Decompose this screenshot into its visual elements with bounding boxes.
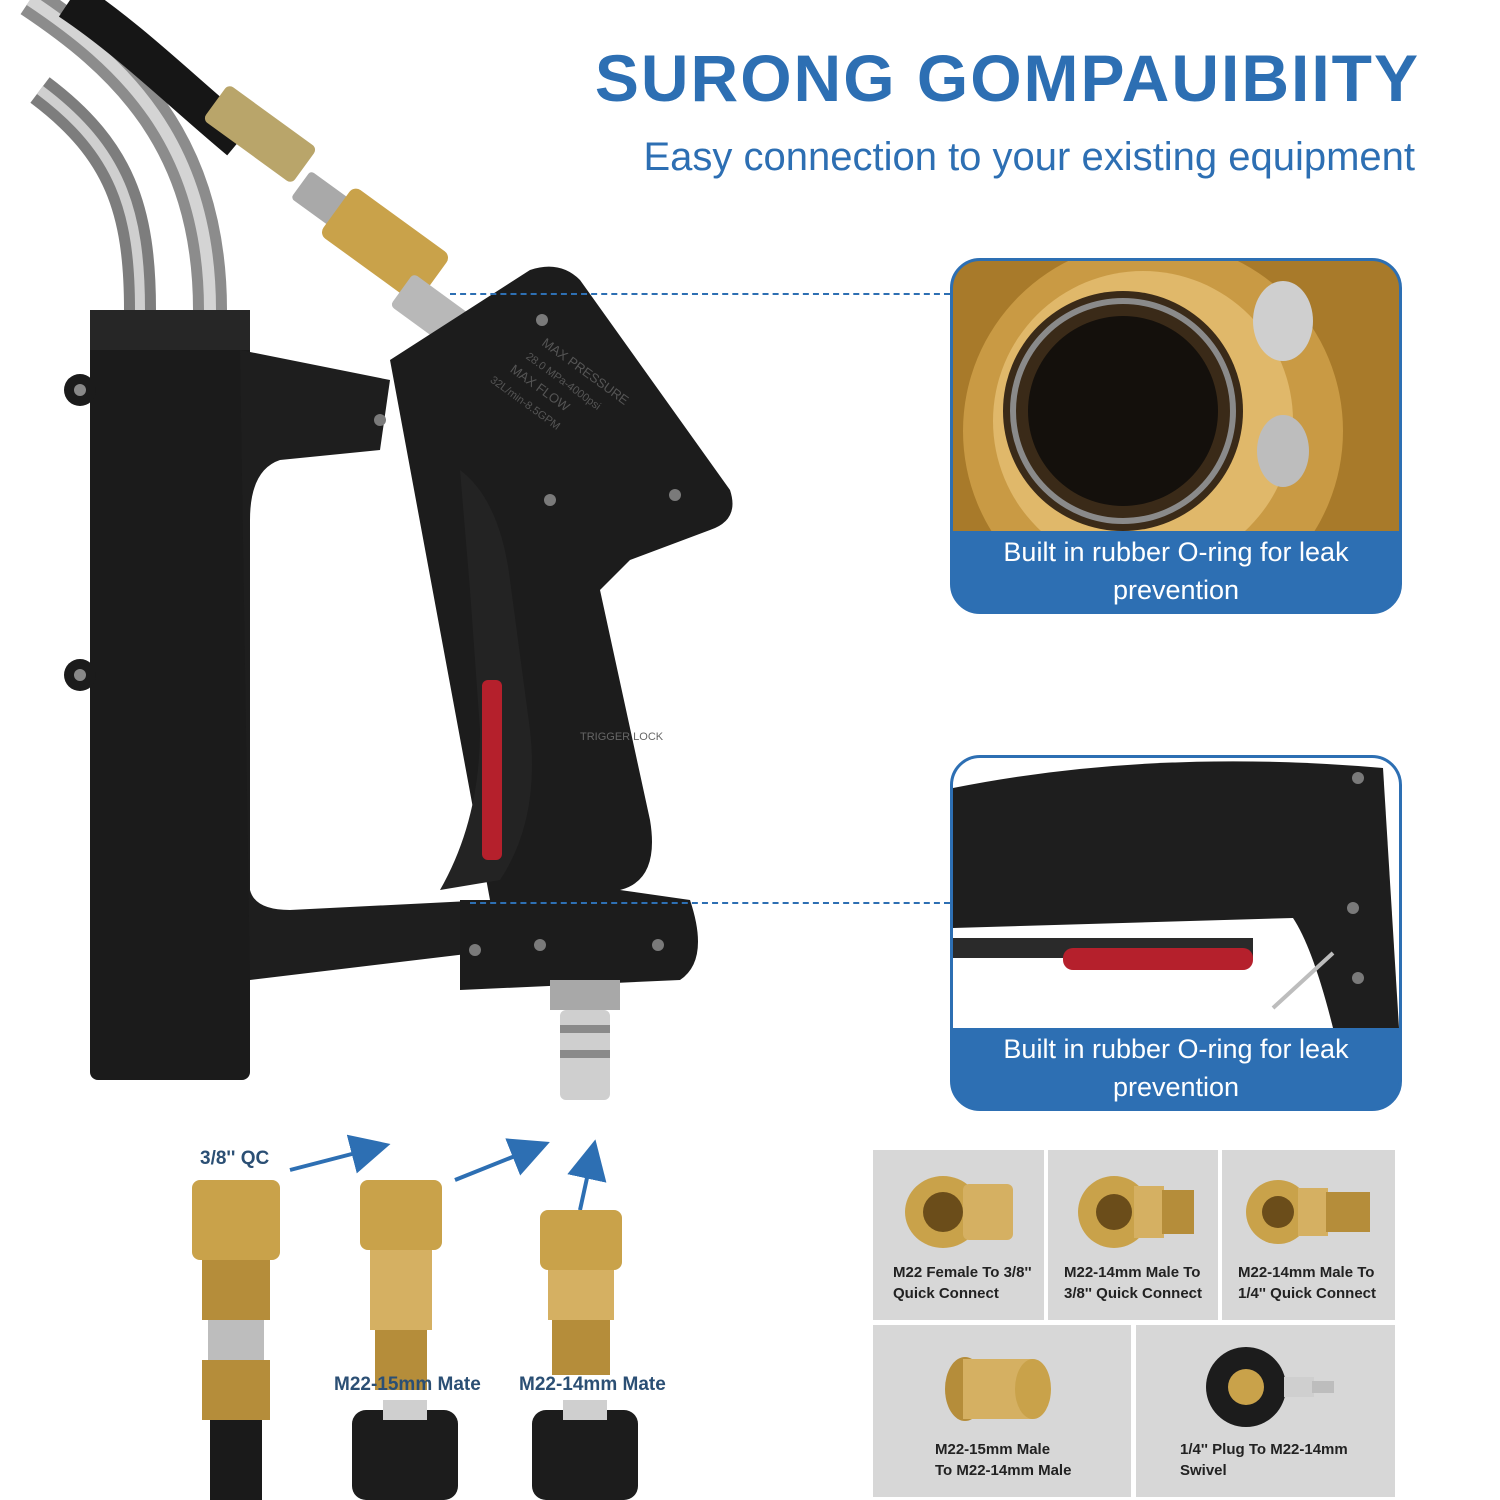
leader-line-top [450, 293, 950, 295]
mate-15mm-label: M22-15mm Mate [334, 1374, 481, 1395]
headline: SURONG GOMPAUIBIITY [594, 41, 1420, 115]
product-caption: 1/4'' Plug To M22-14mm Swivel [1180, 1441, 1348, 1479]
callout-caption-1: Built in rubber O-ring for leak preventi… [1003, 537, 1349, 605]
swivel-plug-icon [1206, 1347, 1334, 1427]
leader-line-bottom [470, 902, 950, 904]
product-caption: M22 Female To 3/8'' Quick Connect [893, 1264, 1032, 1302]
adapter-male-quarter-qc-icon [1246, 1180, 1370, 1244]
product-caption: M22-14mm Male To 1/4'' Quick Connect [1238, 1264, 1377, 1302]
callout-oring-closeup: Built in rubber O-ring for leak preventi… [950, 258, 1402, 614]
product-card: M22 Female To 3/8'' Quick Connect [873, 1150, 1044, 1320]
product-caption: M22-14mm Male To 3/8'' Quick Connect [1064, 1264, 1203, 1302]
callout-caption-2: Built in rubber O-ring for leak preventi… [1003, 1034, 1349, 1102]
product-card: 1/4'' Plug To M22-14mm Swivel [1136, 1325, 1395, 1497]
spray-gun-illustration: MAX PRESSURE 28.0 MPa-4000psi MAX FLOW 3… [64, 266, 733, 1100]
adapter-male-qc-icon [1078, 1176, 1194, 1248]
trigger-lock-closeup-image [953, 758, 1399, 1028]
callout-trigger-closeup: Built in rubber O-ring for leak preventi… [950, 755, 1402, 1111]
mate-14mm-label: M22-14mm Mate [519, 1374, 666, 1395]
product-caption: M22-15mm Male To M22-14mm Male [935, 1441, 1072, 1479]
product-card: M22-14mm Male To 3/8'' Quick Connect [1048, 1150, 1218, 1320]
subheadline: Easy connection to your existing equipme… [643, 135, 1415, 179]
qc-label: 3/8'' QC [200, 1148, 270, 1169]
product-card: M22-15mm Male To M22-14mm Male [873, 1325, 1131, 1497]
product-card: M22-14mm Male To 1/4'' Quick Connect [1222, 1150, 1395, 1320]
product-grid: M22 Female To 3/8'' Quick Connect M22-14… [873, 1150, 1395, 1497]
adapter-female-qc-icon [905, 1176, 1013, 1248]
adapter-male-male-icon [945, 1357, 1051, 1421]
adapter-chain-illustration [192, 1134, 638, 1500]
gun-trigger-lock-label: TRIGGER LOCK [580, 731, 664, 743]
brass-coupler-closeup-image [953, 261, 1399, 531]
hose-illustration [20, 0, 469, 345]
